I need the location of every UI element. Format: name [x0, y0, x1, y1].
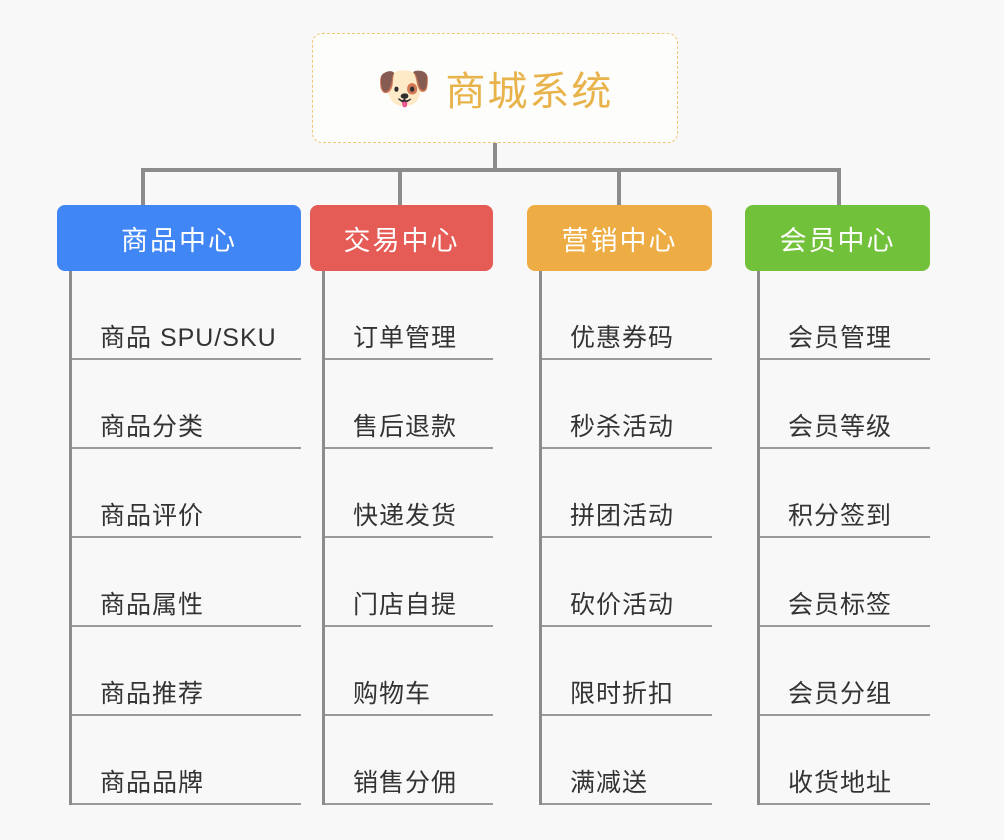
branch-marketing-center: 营销中心 优惠券码 秒杀活动 拼团活动 砍价活动 限时折扣 满减送 [527, 205, 712, 805]
leaf-label: 商品评价 [100, 501, 205, 530]
category-header-member-center[interactable]: 会员中心 [745, 205, 930, 271]
list-item[interactable]: 商品属性 [72, 538, 301, 627]
leaf-label: 积分签到 [788, 501, 893, 530]
category-title: 营销中心 [561, 225, 678, 256]
leaf-label: 商品推荐 [100, 679, 205, 708]
leaf-list-product-center: 商品 SPU/SKU 商品分类 商品评价 商品属性 商品推荐 商品品牌 [57, 271, 301, 805]
connector-drop-4 [837, 168, 841, 205]
leaf-label: 会员等级 [788, 412, 893, 441]
list-item[interactable]: 砍价活动 [542, 538, 712, 627]
leaf-label: 销售分佣 [353, 768, 458, 797]
leaf-trunk [539, 271, 542, 805]
connector-horizontal-bus [141, 168, 841, 172]
leaf-label: 满减送 [570, 768, 649, 797]
list-item[interactable]: 门店自提 [325, 538, 493, 627]
shiba-dog-icon: 🐶 [376, 64, 432, 113]
leaf-label: 拼团活动 [570, 501, 675, 530]
list-item[interactable]: 拼团活动 [542, 449, 712, 538]
leaf-label: 会员标签 [788, 590, 893, 619]
leaf-label: 商品分类 [100, 412, 205, 441]
leaf-label: 快递发货 [353, 501, 458, 530]
branch-member-center: 会员中心 会员管理 会员等级 积分签到 会员标签 会员分组 收货地址 [745, 205, 930, 805]
list-item[interactable]: 商品 SPU/SKU [72, 271, 301, 360]
leaf-label: 秒杀活动 [570, 412, 675, 441]
leaf-list-marketing-center: 优惠券码 秒杀活动 拼团活动 砍价活动 限时折扣 满减送 [527, 271, 712, 805]
list-item[interactable]: 会员等级 [760, 360, 930, 449]
root-title: 商城系统 [445, 70, 614, 114]
leaf-label: 会员分组 [788, 679, 893, 708]
leaf-list-trade-center: 订单管理 售后退款 快递发货 门店自提 购物车 销售分佣 [310, 271, 493, 805]
connector-root-stem [493, 143, 497, 170]
branch-trade-center: 交易中心 订单管理 售后退款 快递发货 门店自提 购物车 销售分佣 [310, 205, 493, 805]
category-title: 商品中心 [121, 225, 237, 256]
leaf-label: 收货地址 [788, 768, 893, 797]
list-item[interactable]: 秒杀活动 [542, 360, 712, 449]
leaf-label: 砍价活动 [570, 590, 675, 619]
leaf-label: 购物车 [353, 679, 432, 708]
leaf-trunk [322, 271, 325, 805]
leaf-trunk [69, 271, 72, 805]
leaf-label: 售后退款 [353, 412, 458, 441]
list-item[interactable]: 会员标签 [760, 538, 930, 627]
list-item[interactable]: 收货地址 [760, 716, 930, 805]
leaf-label: 商品 SPU/SKU [100, 323, 277, 352]
connector-drop-3 [617, 168, 621, 205]
leaf-label: 门店自提 [353, 590, 458, 619]
leaf-label: 商品品牌 [100, 768, 205, 797]
leaf-label: 商品属性 [100, 590, 205, 619]
connector-drop-1 [141, 168, 145, 205]
category-header-marketing-center[interactable]: 营销中心 [527, 205, 712, 271]
leaf-list-member-center: 会员管理 会员等级 积分签到 会员标签 会员分组 收货地址 [745, 271, 930, 805]
root-node[interactable]: 🐶 商城系统 [312, 33, 678, 143]
category-title: 交易中心 [343, 225, 460, 256]
list-item[interactable]: 购物车 [325, 627, 493, 716]
leaf-label: 限时折扣 [570, 679, 675, 708]
list-item[interactable]: 满减送 [542, 716, 712, 805]
list-item[interactable]: 售后退款 [325, 360, 493, 449]
list-item[interactable]: 销售分佣 [325, 716, 493, 805]
list-item[interactable]: 商品评价 [72, 449, 301, 538]
list-item[interactable]: 限时折扣 [542, 627, 712, 716]
category-title: 会员中心 [779, 225, 896, 256]
list-item[interactable]: 订单管理 [325, 271, 493, 360]
list-item[interactable]: 商品品牌 [72, 716, 301, 805]
category-header-product-center[interactable]: 商品中心 [57, 205, 301, 271]
connector-drop-2 [398, 168, 402, 205]
branch-product-center: 商品中心 商品 SPU/SKU 商品分类 商品评价 商品属性 商品推荐 商品品牌 [57, 205, 301, 805]
list-item[interactable]: 积分签到 [760, 449, 930, 538]
list-item[interactable]: 商品分类 [72, 360, 301, 449]
list-item[interactable]: 优惠券码 [542, 271, 712, 360]
leaf-label: 会员管理 [788, 323, 893, 352]
leaf-label: 订单管理 [353, 323, 458, 352]
leaf-label: 优惠券码 [570, 323, 675, 352]
list-item[interactable]: 商品推荐 [72, 627, 301, 716]
list-item[interactable]: 会员管理 [760, 271, 930, 360]
category-header-trade-center[interactable]: 交易中心 [310, 205, 493, 271]
leaf-trunk [757, 271, 760, 805]
list-item[interactable]: 会员分组 [760, 627, 930, 716]
list-item[interactable]: 快递发货 [325, 449, 493, 538]
